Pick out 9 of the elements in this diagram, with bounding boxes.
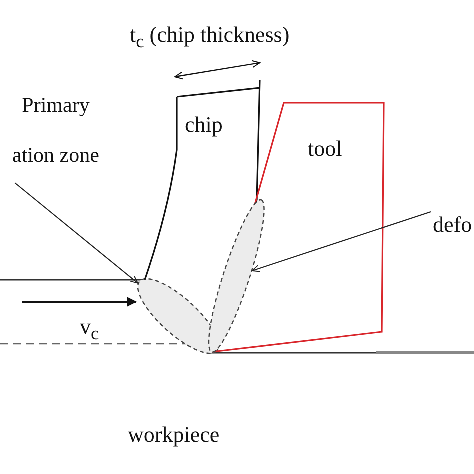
text-label: defo xyxy=(433,212,472,238)
velocity-label: v$_{c}$ xyxy=(80,314,100,346)
text-label: tool xyxy=(308,136,342,162)
workpiece-label: workpiece xyxy=(128,422,220,448)
dimension-label: t$_{c}$ (chip thickness) xyxy=(130,22,290,54)
text-label: Primary ation zone xyxy=(12,92,100,169)
text-label: chip xyxy=(185,112,223,138)
leader-line xyxy=(252,211,432,272)
leader-line xyxy=(14,182,139,284)
